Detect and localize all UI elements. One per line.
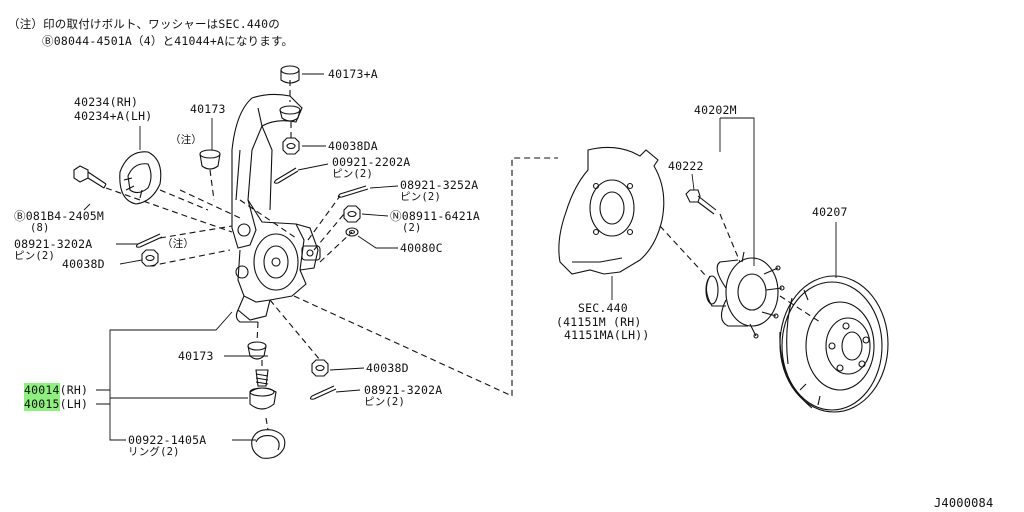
label-08921-3202a-right: 08921-3202A [364, 383, 443, 397]
label-40038d-left: 40038D [62, 257, 105, 271]
label-08921-3252a-qty: ピン(2) [400, 191, 441, 203]
label-note-b: （注） [162, 238, 195, 250]
pin-08921-3202a-right [309, 385, 337, 400]
pin-08921-3252a [337, 185, 369, 198]
highlight-40015: 40015 [24, 397, 60, 411]
label-40234-rh: 40234(RH) [74, 95, 139, 109]
dust-cover-40234 [119, 151, 162, 205]
label-40080c: 40080C [400, 241, 443, 255]
label-40038d-right: 40038D [366, 361, 409, 375]
hub-bearing-40202m [705, 251, 785, 339]
label-08921-3202a-left-qty: ピン(2) [14, 250, 55, 262]
label-00922-qty: リング(2) [128, 446, 180, 458]
label-n08911: Ⓝ08911-6421A [390, 209, 481, 223]
snap-ring-00922 [251, 429, 286, 459]
dust-shield [558, 146, 665, 275]
label-40173: 40173 [190, 102, 226, 116]
label-00922: 00922-1405A [128, 433, 207, 447]
brake-rotor-40207 [779, 275, 889, 413]
highlight-40014: 40014 [24, 383, 60, 397]
label-40173-a: 40173+A [328, 67, 378, 81]
pin-00921 [273, 167, 299, 184]
nut-n08911 [343, 205, 361, 223]
bolt-40222 [685, 189, 717, 215]
note-line-1: （注）印の取付けボルト、ワッシャーはSEC.440の [8, 17, 280, 31]
label-41151m: (41151M (RH) [556, 315, 642, 329]
nut-40038da [282, 137, 300, 155]
label-40015-lh: 40015(LH) [24, 397, 89, 411]
label-40222: 40222 [668, 159, 704, 173]
label-40202m: 40202M [694, 103, 737, 117]
diagram-id: J4000084 [934, 496, 994, 510]
label-41151ma: 41151MA(LH)) [564, 328, 650, 342]
bushing-40173-lower [247, 341, 267, 360]
label-40173-lower: 40173 [178, 349, 214, 363]
steering-knuckle [231, 93, 321, 323]
label-08921-3202a-left: 08921-3202A [14, 237, 93, 251]
label-40234-lh: 40234+A(LH) [74, 109, 153, 123]
pin-08921-3202a-left [135, 233, 163, 248]
label-08921-3202a-right-qty: ピン(2) [364, 396, 405, 408]
label-081b4: Ⓑ081B4-2405M [14, 209, 105, 223]
label-sec440: SEC.440 [578, 301, 628, 315]
label-00921-qty: ピン(2) [332, 168, 373, 180]
label-40207: 40207 [812, 205, 848, 219]
washer-40080c [345, 227, 359, 237]
nut-40038d-left [141, 249, 159, 267]
label-40038da: 40038DA [328, 139, 378, 153]
label-00921: 00921-2202A [332, 155, 411, 169]
assembly-lines [105, 80, 821, 431]
nut-40038d-right [311, 359, 329, 377]
bushing-40173 [199, 149, 221, 170]
ball-joint-40014 [249, 369, 277, 410]
label-note-a: （注） [170, 134, 203, 146]
note-line-2: Ⓑ08044-4501A（4）と41044+Aになります。 [42, 34, 294, 48]
label-081b4-qty: (8) [30, 222, 50, 234]
bolt-081b4 [73, 165, 107, 189]
label-08921-3252a: 08921-3252A [400, 178, 479, 192]
leader-lines [83, 73, 837, 441]
label-n08911-qty: (2) [402, 222, 422, 234]
label-40014-rh: 40014(RH) [24, 383, 89, 397]
